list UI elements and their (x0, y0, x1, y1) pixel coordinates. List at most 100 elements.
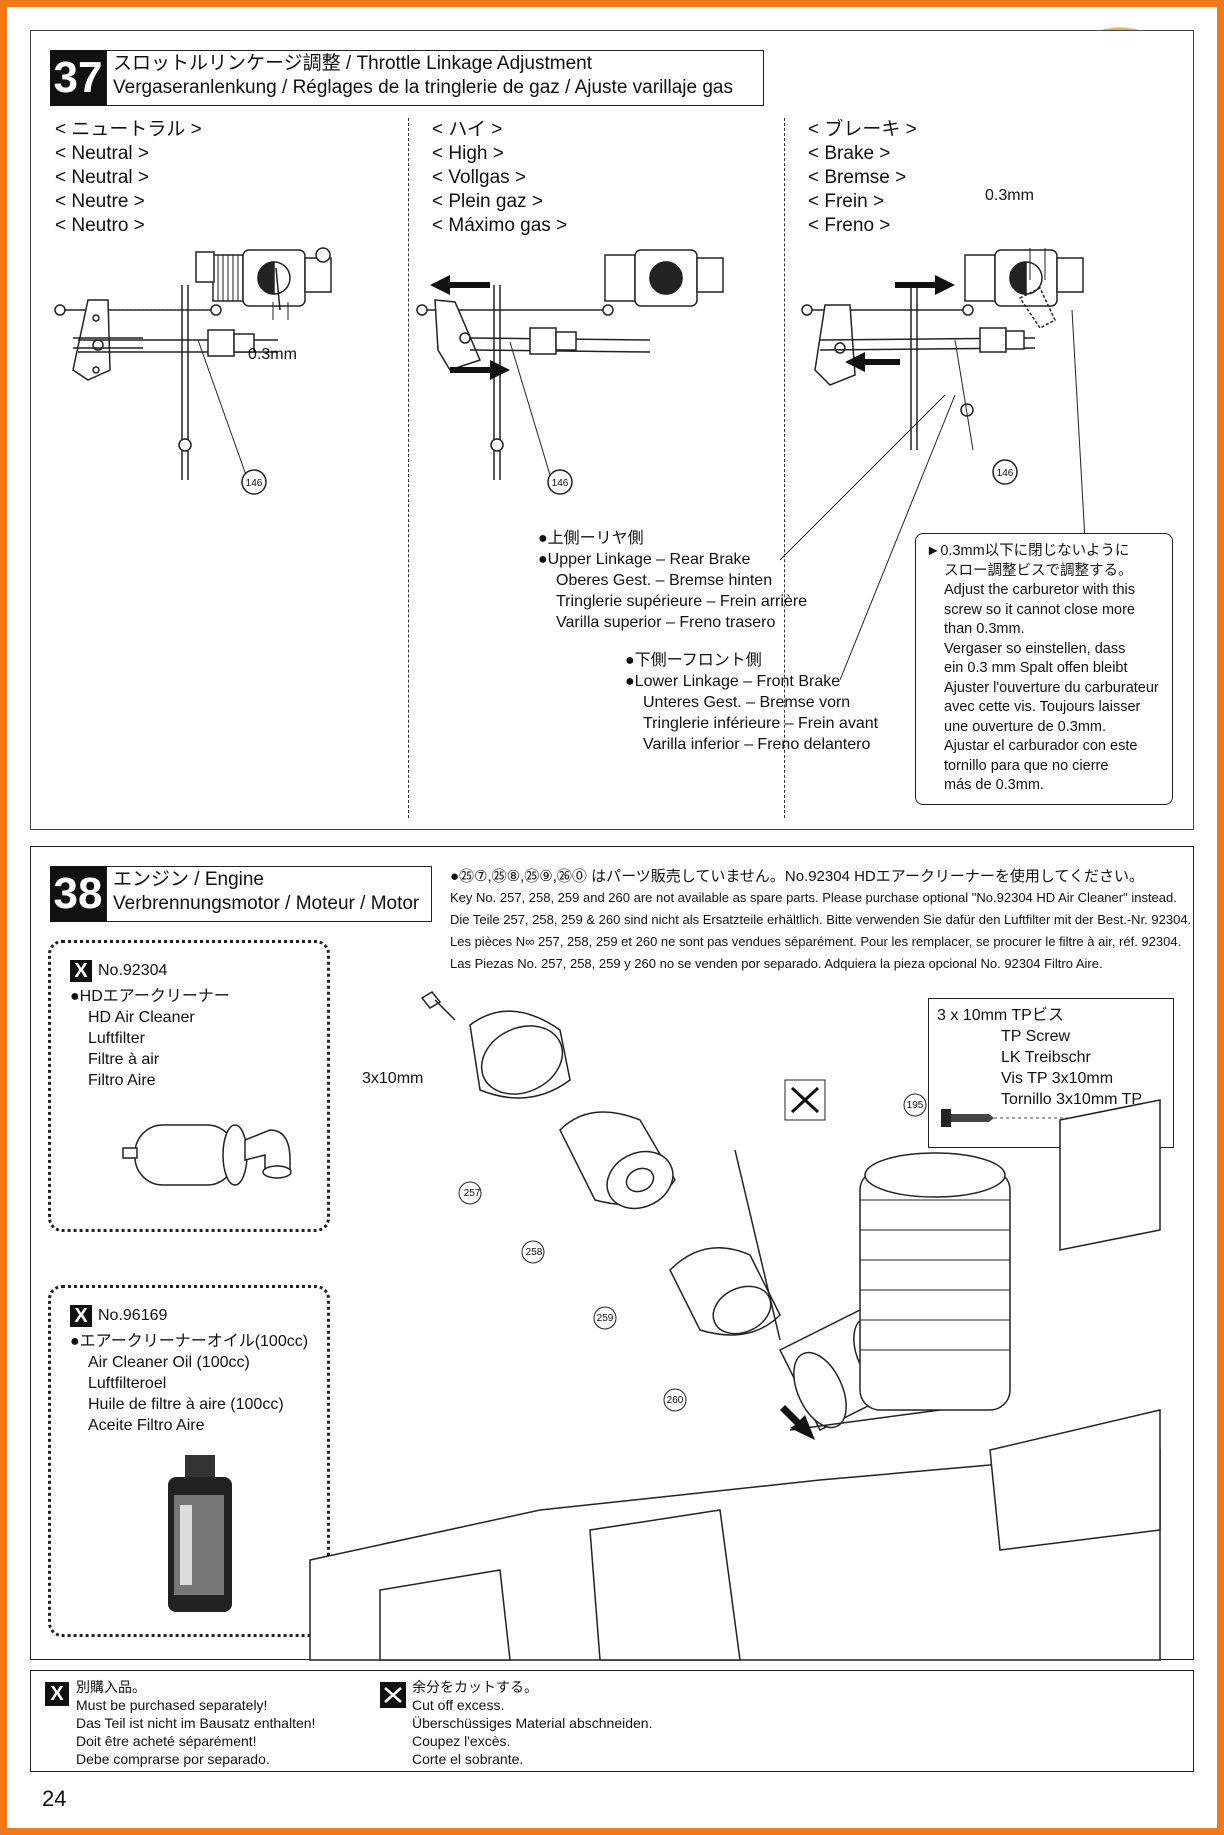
callout-line-0: ►0.3mm以下に閉じないように (926, 543, 1130, 559)
spare-parts-notes: ●㉕⑦,㉕⑧,㉕⑨,㉖⓪ はパーツ販売していません。No.92304 HDエアー… (450, 866, 1191, 975)
screw-ja: 3 x 10mm TPビス (937, 1007, 1064, 1024)
step-37-title: スロットルリンケージ調整 / Throttle Linkage Adjustme… (106, 50, 764, 106)
page-number: 24 (42, 1786, 67, 1811)
high-en: < High > (432, 143, 504, 164)
footer-left-fr: Doit être acheté séparément! (76, 1733, 257, 1749)
neutral-part-146: 146 (246, 478, 263, 489)
callout-line-8: avec cette vis. Toujours laisser (944, 699, 1141, 715)
upper-linkage-ja: ●上側ーリヤ側 (538, 530, 644, 547)
brake-linkage-diagram: 146 0.3mm (801, 187, 1084, 485)
cut-excess-icon (380, 1682, 406, 1708)
option1-ja: ●HDエアークリーナー (70, 988, 230, 1005)
neutral-en: < Neutral > (55, 143, 149, 164)
option-air-cleaner-oil-text: X No.96169 ●エアークリーナーオイル(100cc) Air Cleane… (70, 1305, 308, 1436)
callout-line-5: Vergaser so einstellen, dass (944, 640, 1126, 657)
brake-label: < ブレーキ > < Brake > < Bremse > < Frein > … (808, 118, 917, 238)
step-37-title-line2: Vergaseranlenkung / Réglages de la tring… (113, 77, 733, 98)
upper-linkage-es: Varilla superior – Freno trasero (556, 614, 776, 631)
part-257-label: 257 (463, 1188, 481, 1199)
footer-right-fr: Coupez l'excès. (412, 1733, 511, 1749)
callout-line-6: ein 0.3 mm Spalt offen bleibt (944, 660, 1128, 676)
footer-left-en: Must be purchased separately! (76, 1697, 268, 1713)
option1-es: Filtro Aire (88, 1072, 156, 1089)
step-37-number: 37 (50, 50, 106, 106)
option2-fr: Huile de filtre à aire (100cc) (88, 1396, 284, 1413)
callout-line-1: スロー調整ビスで調整する。 (944, 562, 1133, 579)
footer-left-es: Debe comprarse por separado. (76, 1751, 270, 1767)
callout-line-10: Ajustar el carburador con este (944, 738, 1138, 754)
part-258-label: 258 (525, 1247, 543, 1258)
option1-number: No.92304 (98, 962, 168, 980)
option-air-cleaner-oil-box (48, 1285, 330, 1637)
step-38-title-line1: エンジン / Engine (113, 869, 264, 890)
screw-image (941, 1109, 1109, 1127)
brake-fr: < Frein > (808, 191, 885, 212)
option2-number: No.96169 (98, 1307, 168, 1325)
callout-line-9: une ouverture de 0.3mm. (944, 718, 1107, 735)
neutral-ja: < ニュートラル > (55, 119, 202, 140)
footer-right-en: Cut off excess. (412, 1697, 505, 1713)
high-part-146: 146 (552, 478, 569, 489)
upper-linkage-de: Oberes Gest. – Bremse hinten (556, 572, 773, 589)
step-38-title: エンジン / Engine Verbrennungsmotor / Moteur… (106, 866, 432, 922)
lower-linkage-en: ●Lower Linkage – Front Brake (625, 673, 841, 690)
part-195-label: 195 (906, 1100, 924, 1111)
upper-linkage-fr: Tringlerie supérieure – Frein arrière (556, 593, 808, 610)
upper-linkage-text: ●上側ーリヤ側 ●Upper Linkage – Rear Brake Ober… (538, 528, 807, 633)
lower-linkage-fr: Tringlerie inférieure – Frein avant (643, 715, 879, 732)
brake-en: < Brake > (808, 143, 891, 164)
footer-cut-excess: 余分をカットする。 Cut off excess. Überschüssiges… (412, 1678, 652, 1768)
neutral-fr: < Neutre > (55, 191, 145, 212)
footer-right-es: Corte el sobrante. (412, 1751, 524, 1767)
high-linkage-diagram: 146 (416, 249, 724, 495)
high-fr: < Plein gaz > (432, 191, 543, 212)
hd-air-cleaner-image (122, 1124, 292, 1186)
option1-de: Luftfilter (88, 1030, 145, 1047)
part-259-label: 259 (596, 1313, 614, 1324)
note-es: Las Piezas No. 257, 258, 259 y 260 no se… (450, 956, 1103, 971)
option2-es: Aceite Filtro Aire (88, 1417, 205, 1434)
step-38-number: 38 (50, 866, 106, 922)
separate-purchase-icon: X (70, 1305, 92, 1327)
footer-left-ja: 別購入品。 (76, 1679, 146, 1695)
callout-line-4: than 0.3mm. (944, 621, 1025, 637)
neutral-de: < Neutral > (55, 167, 149, 188)
brake-gap-label: 0.3mm (985, 187, 1034, 204)
footer-right-ja: 余分をカットする。 (412, 1679, 538, 1695)
callout-line-3: screw so it cannot close more (944, 601, 1135, 618)
neutral-gap-label: 0.3mm (248, 346, 297, 363)
air-cleaner-oil-bottle-image (168, 1455, 232, 1612)
screw-size-label: 3x10mm (362, 1070, 424, 1087)
option2-de: Luftfilteroel (88, 1375, 167, 1392)
high-es: < Máximo gas > (432, 215, 568, 236)
note-de: Die Teile 257, 258, 259 & 260 sind nicht… (450, 912, 1192, 927)
high-de: < Vollgas > (432, 167, 527, 188)
neutral-label: < ニュートラル > < Neutral > < Neutral > < Neu… (55, 118, 202, 238)
footer-separate-purchase: 別購入品。 Must be purchased separately! Das … (76, 1678, 315, 1768)
brake-es: < Freno > (808, 215, 891, 236)
high-label: < ハイ > < High > < Vollgas > < Plein gaz … (432, 118, 567, 238)
note-ja: ●㉕⑦,㉕⑧,㉕⑨,㉖⓪ はパーツ販売していません。No.92304 HDエアー… (450, 868, 1144, 885)
footer-left-de: Das Teil ist nicht im Bausatz enthalten! (76, 1715, 316, 1731)
screw-es: Tornillo 3x10mm TP (1001, 1091, 1143, 1108)
callout-line-11: tornillo para que no cierre (944, 757, 1109, 774)
option2-en: Air Cleaner Oil (100cc) (88, 1354, 250, 1371)
air-cleaner-exploded-diagram (309, 991, 1161, 1661)
option-hd-air-cleaner-box (48, 940, 330, 1232)
divider-1 (408, 118, 409, 818)
lower-linkage-ja: ●下側ーフロント側 (625, 652, 762, 669)
brake-de: < Bremse > (808, 167, 907, 188)
option1-fr: Filtre à air (88, 1051, 160, 1068)
option2-ja: ●エアークリーナーオイル(100cc) (70, 1333, 309, 1350)
legend-footer (30, 1670, 1194, 1772)
lower-linkage-text: ●下側ーフロント側 ●Lower Linkage – Front Brake U… (625, 650, 878, 755)
screw-en: TP Screw (1001, 1028, 1071, 1045)
callout-line-12: más de 0.3mm. (944, 777, 1044, 793)
note-en: Key No. 257, 258, 259 and 260 are not av… (450, 890, 1177, 905)
neutral-es: < Neutro > (55, 215, 145, 236)
callout-line-7: Ajuster l'ouverture du carburateur (944, 679, 1159, 696)
note-fr: Les pièces N∞ 257, 258, 259 et 260 ne so… (450, 934, 1182, 949)
screw-fr: Vis TP 3x10mm (1001, 1070, 1114, 1087)
upper-linkage-en: ●Upper Linkage – Rear Brake (538, 551, 751, 568)
